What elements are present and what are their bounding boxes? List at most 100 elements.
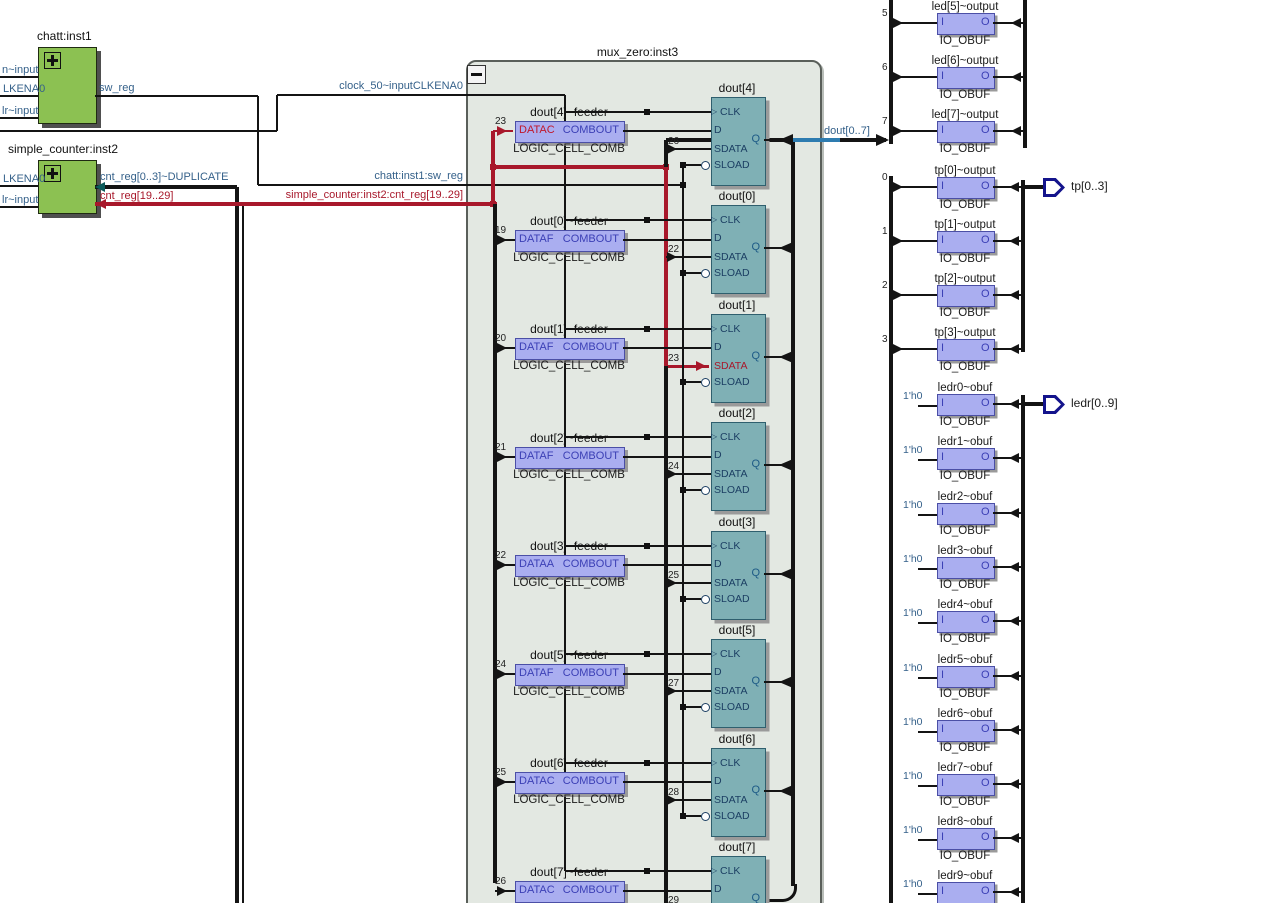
register-title: dout[3] xyxy=(718,515,756,529)
tp-bus-connector[interactable] xyxy=(1043,178,1065,197)
clock-input-icon: ▷ xyxy=(711,215,718,224)
sload-wire xyxy=(683,164,701,166)
collapse-button[interactable] xyxy=(467,65,486,84)
cnt-reg-bus-highlight[interactable] xyxy=(664,167,668,366)
cnt-dup-bus[interactable] xyxy=(235,187,239,903)
wire-junction xyxy=(680,182,686,188)
register-box[interactable] xyxy=(711,748,766,837)
logic-cell-box[interactable] xyxy=(515,121,625,143)
io-obuf-box[interactable] xyxy=(937,774,995,796)
q-bus-spine[interactable] xyxy=(791,140,795,886)
logic-cell-box[interactable] xyxy=(515,664,625,686)
ledr-output-bus[interactable] xyxy=(1021,395,1025,903)
wire-arrow-icon xyxy=(1009,182,1019,192)
register-box[interactable] xyxy=(711,639,766,728)
sw-reg-wire[interactable] xyxy=(95,95,258,97)
clock-spine[interactable] xyxy=(564,95,566,871)
register-title: dout[5] xyxy=(718,623,756,637)
wire-arrow-icon xyxy=(667,252,677,262)
clock-wire[interactable] xyxy=(0,130,277,132)
register-port-d: D xyxy=(714,341,722,353)
clock-input-icon: ▷ xyxy=(711,758,718,767)
expand-icon[interactable] xyxy=(44,165,61,182)
expand-icon[interactable] xyxy=(44,52,61,69)
clock-wire[interactable] xyxy=(277,94,565,96)
io-obuf-box[interactable] xyxy=(937,67,995,89)
register-box[interactable] xyxy=(711,856,766,903)
io-input-spine[interactable] xyxy=(889,176,893,903)
wire-arrow-icon xyxy=(1009,887,1019,897)
register-box[interactable] xyxy=(711,314,766,403)
io-row-label: tp[0]~output xyxy=(934,165,996,177)
register-port-sload: SLOAD xyxy=(714,593,750,605)
clock-wire[interactable] xyxy=(276,95,278,131)
io-row-label: led[5]~output xyxy=(931,1,999,13)
io-obuf-box[interactable] xyxy=(937,285,995,307)
register-box[interactable] xyxy=(711,422,766,511)
io-const-wire xyxy=(918,731,937,733)
io-obuf-box[interactable] xyxy=(937,611,995,633)
io-obuf-box[interactable] xyxy=(937,231,995,253)
feeder-tap-number: 20 xyxy=(495,333,507,344)
feeder-bus-spine[interactable] xyxy=(493,204,497,883)
cnt-reg-bus-highlight[interactable] xyxy=(493,165,666,169)
io-obuf-box[interactable] xyxy=(937,394,995,416)
register-box[interactable] xyxy=(711,531,766,620)
register-port-q: Q xyxy=(751,892,760,903)
sload-wire xyxy=(683,381,701,383)
cnt-reg-bus-highlight[interactable] xyxy=(95,202,497,206)
tp-output-bus[interactable] xyxy=(1021,180,1025,352)
io-obuf-box[interactable] xyxy=(937,13,995,35)
dout-bus[interactable] xyxy=(840,138,886,142)
io-pin-out: O xyxy=(981,180,990,192)
dout-bus-highlight[interactable] xyxy=(793,138,840,142)
logic-cell-box[interactable] xyxy=(515,230,625,252)
io-cell-type: IO_OBUF xyxy=(939,633,991,645)
io-input-wire xyxy=(891,294,937,296)
io-const-label: 1'h0 xyxy=(903,607,923,619)
feeder-combout-port: COMBOUT xyxy=(562,667,619,679)
io-obuf-box[interactable] xyxy=(937,121,995,143)
register-port-sdata: SDATA xyxy=(714,143,748,155)
ledr-bus-connector[interactable] xyxy=(1043,395,1065,414)
io-obuf-box[interactable] xyxy=(937,720,995,742)
led-output-bus[interactable] xyxy=(1023,0,1027,148)
cnt-reg-bus-highlight[interactable] xyxy=(666,364,709,368)
sw-reg-wire[interactable] xyxy=(258,184,683,186)
io-obuf-box[interactable] xyxy=(937,828,995,850)
wire-arrow-icon xyxy=(1009,616,1019,626)
led-input-bus[interactable] xyxy=(889,0,893,144)
io-obuf-box[interactable] xyxy=(937,339,995,361)
sdata-bus-spine[interactable] xyxy=(664,140,668,903)
logic-cell-type: LOGIC_CELL_COMB xyxy=(513,686,625,698)
wire-junction xyxy=(680,487,686,493)
logic-cell-box[interactable] xyxy=(515,447,625,469)
feeder-tap-number: 22 xyxy=(495,550,507,561)
register-box[interactable] xyxy=(711,97,766,186)
logic-cell-box[interactable] xyxy=(515,772,625,794)
io-tap-number: 2 xyxy=(882,280,888,291)
io-obuf-box[interactable] xyxy=(937,557,995,579)
io-obuf-box[interactable] xyxy=(937,177,995,199)
combout-wire xyxy=(623,890,711,892)
register-box[interactable] xyxy=(711,205,766,294)
logic-cell-box[interactable] xyxy=(515,555,625,577)
io-const-wire xyxy=(918,405,937,407)
io-obuf-box[interactable] xyxy=(937,666,995,688)
q-wire xyxy=(764,573,793,575)
sw-reg-wire[interactable] xyxy=(257,96,259,185)
wire-arrow-icon xyxy=(667,795,677,805)
io-output-wire xyxy=(993,403,1023,405)
ledr-connector-bus[interactable] xyxy=(1023,401,1043,407)
register-port-clk: CLK xyxy=(720,106,741,118)
tp-connector-bus[interactable] xyxy=(1023,184,1043,190)
cnt-dup-bus[interactable] xyxy=(95,185,237,189)
wire-arrow-icon xyxy=(779,350,793,363)
io-obuf-box[interactable] xyxy=(937,448,995,470)
feeder-tap-number: 23 xyxy=(495,116,507,127)
wire-arrow-icon xyxy=(497,126,507,136)
logic-cell-type: LOGIC_CELL_COMB xyxy=(513,143,625,155)
io-pin-in: I xyxy=(941,16,945,28)
logic-cell-box[interactable] xyxy=(515,338,625,360)
io-obuf-box[interactable] xyxy=(937,503,995,525)
